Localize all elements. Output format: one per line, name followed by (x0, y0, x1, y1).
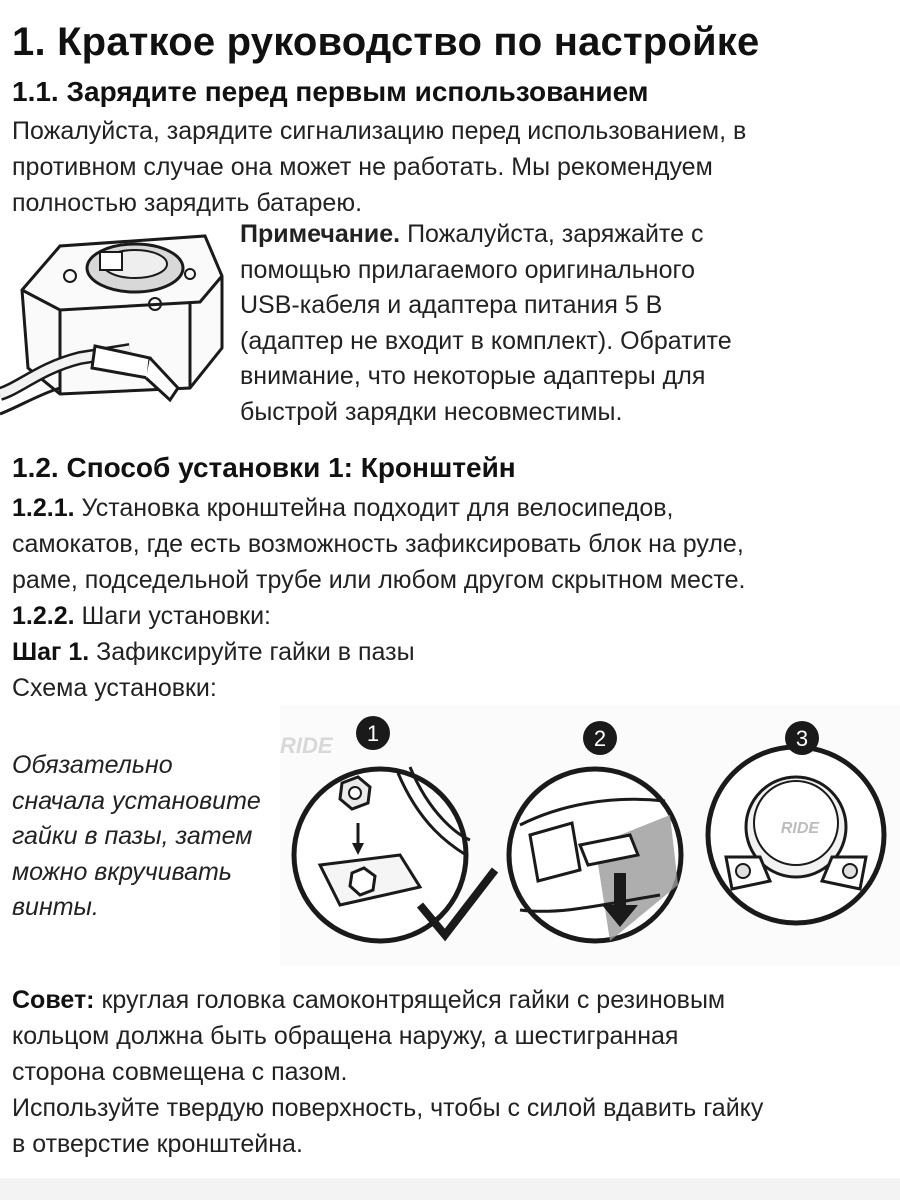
italic-line-3: гайки в пазы, затем (12, 822, 253, 850)
step-3-number: 3 (796, 726, 808, 751)
device-brand-text: RIDE (781, 820, 821, 837)
p1-line-1: Установка кронштейна подходит для велоси… (74, 494, 674, 522)
step-3-badge (785, 721, 819, 755)
italic-line-5: винты. (12, 893, 99, 921)
section-1-1-heading: 1.1. Зарядите перед первым использование… (12, 76, 649, 107)
step-label: Шаг 1. (12, 638, 90, 666)
italic-line-2: сначала установите (12, 786, 261, 815)
step-2-badge (583, 721, 617, 755)
charging-device-illustration (0, 234, 224, 416)
diagram-step-3: 3 RIDE (705, 721, 887, 926)
page-title: 1. Краткое руководство по настройке (12, 20, 760, 64)
mandatory-note: Обязательно сначала установите гайки в п… (12, 748, 292, 926)
tip-paragraph: Совет: круглая головка самоконтрящейся г… (12, 982, 763, 1162)
charging-note: Примечание. Пожалуйста, заряжайте с помо… (240, 217, 800, 430)
note-line-6: быстрой зарядки несовместимы. (240, 397, 623, 426)
tip-line-3: сторона совмещена с пазом. (12, 1058, 348, 1086)
scheme-label: Схема установки: (12, 674, 217, 702)
section-1-2-body: 1.2.1. Установка кронштейна подходит для… (12, 490, 745, 706)
tip-line-5: в отверстие кронштейна. (12, 1130, 303, 1158)
step-1-number: 1 (367, 721, 379, 746)
step-text: Зафиксируйте гайки в пазы (89, 638, 415, 666)
italic-line-1: Обязательно (12, 751, 173, 779)
tip-line-2: кольцом должна быть обращена наружу, а ш… (12, 1022, 679, 1050)
note-line-3: USB-кабеля и адаптера питания 5 В (240, 291, 663, 319)
diagram-step-1: 1 (291, 716, 499, 944)
intro-line-3: полностью зарядить батарею. (12, 189, 363, 217)
section-1-1-intro: Пожалуйста, зарядите сигнализацию перед … (12, 113, 746, 221)
tip-line-1: круглая головка самоконтрящейся гайки с … (94, 986, 726, 1014)
diagram-watermark: RIDE (280, 733, 334, 758)
step-2-number: 2 (594, 726, 606, 751)
step-1-badge (356, 716, 390, 750)
tip-line-4: Используйте твердую поверхность, чтобы с… (12, 1094, 764, 1122)
note-label: Примечание. (240, 220, 401, 248)
note-line-4: (адаптер не входит в комплект). Обратите (240, 326, 732, 355)
p2-text: Шаги установки: (74, 602, 272, 630)
bottom-strip (0, 1178, 900, 1200)
intro-line-2: противном случае она может не работать. … (12, 153, 713, 181)
note-line-5: внимание, что некоторые адаптеры для (240, 362, 706, 390)
note-line-2: помощью прилагаемого оригинального (240, 255, 695, 284)
p2-label: 1.2.2. (12, 602, 75, 630)
p1-line-3: раме, подседельной трубе или любом друго… (12, 566, 746, 594)
section-1-2-heading: 1.2. Способ установки 1: Кронштейн (12, 452, 516, 483)
diagram-step-2: 2 (506, 721, 684, 944)
note-line-1: Пожалуйста, заряжайте с (400, 220, 704, 248)
p1-label: 1.2.1. (12, 494, 75, 522)
tip-label: Совет: (12, 986, 95, 1014)
italic-line-4: можно вкручивать (12, 857, 232, 886)
p1-line-2: самокатов, где есть возможность зафиксир… (12, 530, 744, 558)
installation-diagram: RIDE 1 2 (280, 705, 900, 965)
intro-line-1: Пожалуйста, зарядите сигнализацию перед … (12, 117, 747, 145)
